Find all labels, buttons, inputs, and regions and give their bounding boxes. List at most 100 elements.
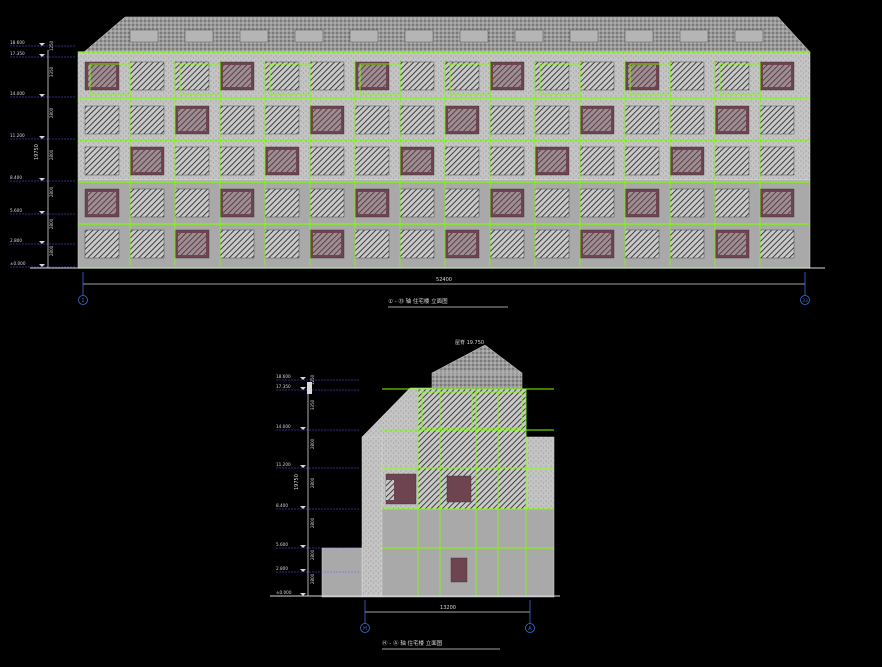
front-window — [174, 188, 210, 218]
front-level-label: 8.400 — [10, 175, 22, 180]
front-window — [489, 105, 525, 135]
front-window-hatch — [448, 233, 476, 255]
front-window — [669, 105, 705, 135]
front-window — [759, 146, 795, 176]
front-level-triangle — [39, 54, 45, 57]
front-dormer — [624, 29, 654, 43]
front-total-dim: 52400 — [436, 277, 452, 283]
front-dormer — [294, 29, 324, 43]
front-window — [354, 105, 390, 135]
front-level-triangle — [39, 241, 45, 244]
front-window — [84, 105, 120, 135]
front-level-triangle — [39, 43, 45, 46]
front-dormer — [404, 29, 434, 43]
front-window — [534, 61, 570, 91]
front-window-hatch — [313, 109, 341, 131]
front-window — [309, 188, 345, 218]
front-window — [219, 105, 255, 135]
front-level-triangle — [39, 211, 45, 214]
front-window — [219, 229, 255, 259]
front-level-triangle — [39, 178, 45, 181]
front-window — [759, 229, 795, 259]
front-window — [129, 61, 165, 91]
side-level-triangle — [300, 427, 306, 430]
side-level-label: 14.000 — [276, 424, 291, 429]
front-floor-dim: 2800 — [49, 218, 54, 229]
side-floor-dim: 3350 — [310, 399, 315, 410]
side-level-label: 2.800 — [276, 566, 288, 571]
front-window — [174, 146, 210, 176]
front-window — [624, 105, 660, 135]
side-ridge-label: 屋脊 19.750 — [455, 339, 484, 346]
front-window — [534, 229, 570, 259]
front-floor-dim: 2800 — [49, 149, 54, 160]
front-window-hatch — [358, 192, 386, 214]
front-window-hatch — [718, 109, 746, 131]
side-axis-left-label: H — [363, 626, 367, 632]
front-height-total: 19750 — [34, 144, 40, 160]
front-level-label: 14.000 — [10, 91, 25, 96]
front-window-hatch — [223, 192, 251, 214]
front-window — [399, 188, 435, 218]
front-window-hatch — [763, 192, 791, 214]
side-roof-base — [431, 372, 523, 390]
side-level-triangle — [300, 506, 306, 509]
side-window — [446, 475, 472, 503]
front-floor-dim: 2800 — [49, 107, 54, 118]
front-window-hatch — [178, 233, 206, 255]
front-window-hatch — [628, 192, 656, 214]
front-floor-dim: 1250 — [49, 40, 54, 51]
side-windows — [385, 473, 472, 583]
front-window-hatch — [493, 192, 521, 214]
front-window — [264, 105, 300, 135]
front-window — [264, 61, 300, 91]
front-window — [444, 146, 480, 176]
front-level-triangle — [39, 94, 45, 97]
front-window — [714, 146, 750, 176]
front-level-label: 2.800 — [10, 238, 22, 243]
side-level-triangle — [300, 569, 306, 572]
front-window-hatch — [538, 150, 566, 172]
side-level-label: 11.200 — [276, 462, 291, 467]
front-window — [759, 105, 795, 135]
front-window — [579, 61, 615, 91]
front-window — [534, 105, 570, 135]
side-total-dim: 13200 — [440, 605, 456, 611]
front-window — [444, 61, 480, 91]
front-window — [669, 61, 705, 91]
front-window-frame — [629, 63, 671, 95]
front-dormer — [129, 29, 159, 43]
front-window-hatch — [673, 150, 701, 172]
front-window-hatch — [268, 150, 296, 172]
front-window-hatch — [178, 109, 206, 131]
front-window — [624, 146, 660, 176]
front-axis-left-label: 1 — [81, 298, 84, 304]
front-window — [129, 105, 165, 135]
front-axis-bubble-right — [800, 295, 810, 305]
side-floor-dim: 2800 — [310, 549, 315, 560]
front-window — [264, 229, 300, 259]
front-window — [399, 105, 435, 135]
front-title: ① - ㉝ 轴 住宅楼 立面图 — [388, 297, 448, 305]
side-left-wing — [361, 436, 383, 598]
front-window-frame — [89, 63, 131, 95]
front-dormer — [349, 29, 379, 43]
front-floor-dim: 2800 — [49, 186, 54, 197]
front-window — [354, 229, 390, 259]
side-level-label: 17.350 — [276, 384, 291, 389]
side-level-label: 8.400 — [276, 503, 288, 508]
front-level-label: 18.600 — [10, 40, 25, 45]
side-height-total: 19750 — [294, 474, 300, 490]
front-window — [399, 229, 435, 259]
front-window-hatch — [403, 150, 431, 172]
front-window-hatch — [718, 233, 746, 255]
side-level-label: 18.600 — [276, 374, 291, 379]
front-window-hatch — [88, 65, 116, 87]
front-window — [579, 146, 615, 176]
front-windows — [84, 61, 795, 259]
front-window-hatch — [223, 65, 251, 87]
front-window-hatch — [358, 65, 386, 87]
